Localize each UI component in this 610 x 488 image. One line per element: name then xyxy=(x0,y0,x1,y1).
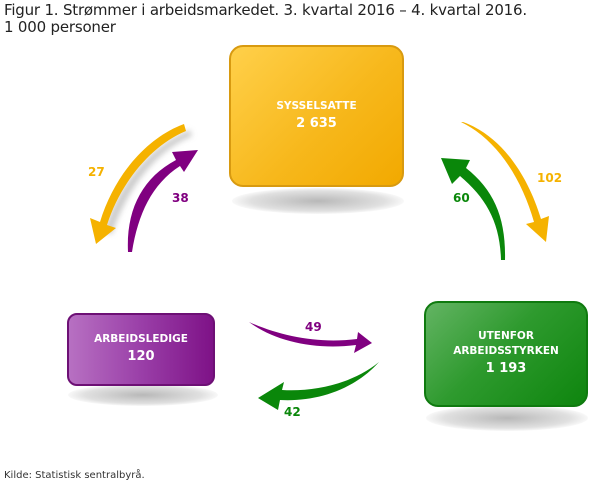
flow-value-60: 60 xyxy=(453,191,470,205)
arrow-shadow-27 xyxy=(104,130,192,234)
title-line-1: Figur 1. Strømmer i arbeidsmarkedet. 3. … xyxy=(4,1,527,19)
box-label-line-2: ARBEIDSSTYRKEN xyxy=(453,345,559,357)
box-value: 120 xyxy=(127,349,155,364)
arrow-49 xyxy=(249,322,372,353)
box-utenfor-arbeidsstyrken: UTENFOR ARBEIDSSTYRKEN 1 193 xyxy=(424,301,588,407)
box-sysselsatte: SYSSELSATTE 2 635 xyxy=(229,45,404,187)
figure-title: Figur 1. Strømmer i arbeidsmarkedet. 3. … xyxy=(4,2,527,36)
arrow-27 xyxy=(90,124,186,244)
arrow-42 xyxy=(258,362,379,410)
arrow-38 xyxy=(127,150,198,252)
flow-value-38: 38 xyxy=(172,191,189,205)
source-note: Kilde: Statistisk sentralbyrå. xyxy=(4,470,145,481)
arrow-102 xyxy=(461,122,549,242)
flow-value-49: 49 xyxy=(305,320,322,334)
box-label-line-1: UTENFOR xyxy=(478,330,534,342)
box-label: ARBEIDSLEDIGE xyxy=(94,333,188,345)
box-label: SYSSELSATTE xyxy=(276,99,357,112)
box-value: 2 635 xyxy=(296,115,337,131)
box-shadow-utenfor xyxy=(426,405,588,431)
box-value: 1 193 xyxy=(485,361,527,376)
box-shadow-arbeidsledige xyxy=(68,384,218,406)
title-line-2: 1 000 personer xyxy=(4,18,116,36)
flow-value-42: 42 xyxy=(284,405,301,419)
flow-value-102: 102 xyxy=(537,171,563,185)
box-shadow-sysselsatte xyxy=(232,188,404,214)
arrow-60 xyxy=(441,158,506,260)
flow-value-27: 27 xyxy=(88,165,105,179)
box-arbeidsledige: ARBEIDSLEDIGE 120 xyxy=(67,313,215,386)
